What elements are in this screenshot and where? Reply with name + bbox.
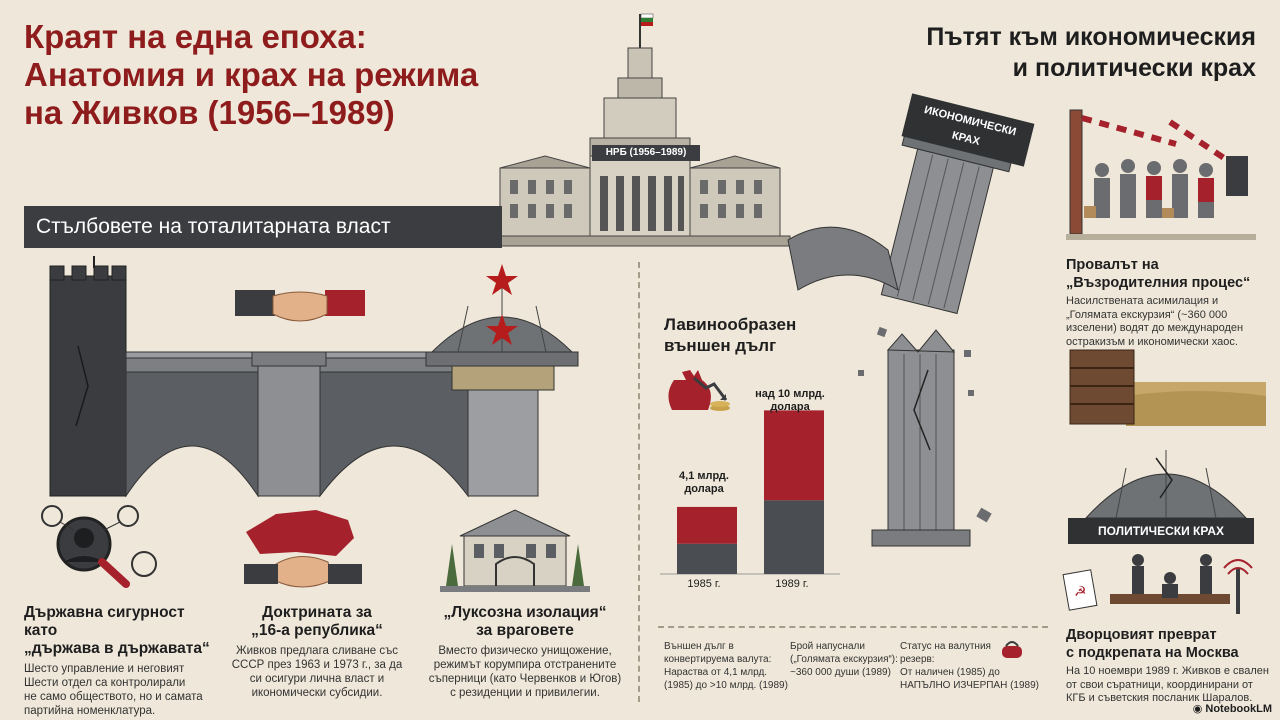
palace-coup-illustration: ☭: [1062, 554, 1253, 614]
broken-column-illustration: [787, 121, 1016, 547]
stat-emigrants-label: Брой напуснали: [790, 641, 865, 652]
brand-label: NotebookLM: [1205, 703, 1272, 715]
pillar-republic-heading2: „16-а република“: [251, 622, 383, 639]
pillar-luxury-isolation: „Луксозна изолация“ за враговете Вместо …: [420, 604, 630, 700]
debt-bar-chart: [660, 410, 840, 575]
surveillance-icon: [41, 505, 157, 588]
villa-icon: [440, 509, 590, 592]
party-house-illustration: [489, 13, 791, 247]
pillar-isolation-text: режимът корумпира отстранените: [433, 659, 617, 671]
debt-title-line1: Лавинообразен: [664, 315, 797, 334]
stat-debt-value: Нараства от 4,1 млрд.: [664, 667, 768, 678]
pillar-republic-text: СССР през 1963 и 1973 г., за да: [231, 659, 403, 671]
pillar-isolation-text: с резиденции и привилегии.: [450, 687, 600, 699]
stat-reserves-value: От наличен (1985) до: [900, 667, 1000, 678]
palace-coup-block: Дворцовият преврат с подкрепата на Москв…: [1066, 626, 1272, 706]
pillar-security-text: Шести отдел са контролирали: [24, 677, 186, 689]
bar1-year-label: 1985 г.: [687, 578, 721, 590]
brand-icon: ◉: [1192, 703, 1206, 715]
debt-title: Лавинообразен външен дълг: [664, 314, 824, 356]
bar1-top-label: 4,1 млрд. долара: [672, 470, 736, 496]
coup-heading1: Дворцовият преврат: [1066, 627, 1217, 643]
pillar-isolation-text: Вместо физическо унищожение,: [438, 645, 612, 657]
right-title-line1: Пътят към икономическия: [926, 23, 1256, 51]
pillar-republic-heading1: Доктрината за: [262, 604, 372, 621]
pillar-16th-republic: Доктрината за „16-а република“ Живков пр…: [222, 604, 412, 700]
pillar-isolation-heading2: за враговете: [476, 622, 574, 639]
pillars-bridge-illustration: [49, 256, 579, 498]
revival-text: остракизъм и икономически хаос.: [1066, 335, 1238, 348]
brand-watermark: ◉ NotebookLM: [1193, 702, 1272, 715]
stat-emigrants: Брой напуснали („Голямата екскурзия“): ~…: [790, 640, 900, 679]
stats-divider: [658, 626, 1048, 628]
stat-external-debt: Външен дълг в конвертируема валута: Нара…: [664, 640, 790, 692]
pillar-security-text: Шесто управление и неговият: [24, 663, 185, 675]
main-title-line3: на Живков (1956–1989): [24, 94, 395, 131]
bar2-year-label: 1989 г.: [775, 578, 809, 590]
debt-bar-lower: [764, 500, 824, 574]
stat-debt-label: Външен дълг в: [664, 641, 734, 652]
main-title-line1: Краят на една епоха:: [24, 18, 367, 55]
pillar-security-text: партийна номенклатура.: [24, 705, 156, 717]
main-title-line2: Анатомия и крах на режима: [24, 56, 479, 93]
coup-text: от свои съратници, координирани от: [1066, 678, 1253, 691]
debt-title-line2: външен дълг: [664, 336, 777, 355]
bar2-label-line1: над 10 млрд.: [755, 388, 825, 400]
stat-reserves: Статус на валутния резерв: От наличен (1…: [900, 640, 1040, 692]
empty-shelves-illustration: [1069, 349, 1266, 426]
pillar-security-text: не само обществото, но и самата: [24, 691, 203, 703]
stat-reserves-label: резерв:: [900, 654, 935, 665]
pillar-security-heading1: Държавна сигурност като: [24, 604, 185, 639]
money-bag-icon: [668, 370, 730, 411]
bar2-top-label: над 10 млрд. долара: [750, 388, 830, 414]
revival-heading1: Провалът на: [1066, 257, 1159, 273]
revival-heading2: „Възродителния процес“: [1066, 275, 1251, 291]
coup-text: На 10 ноември 1989 г. Живков е свален: [1066, 665, 1269, 677]
handshake-map-icon: [244, 510, 362, 588]
political-collapse-tag: ПОЛИТИЧЕСКИ КРАХ: [1068, 518, 1254, 544]
stat-emigrants-label: („Голямата екскурзия“):: [790, 654, 898, 665]
debt-bar-lower: [677, 543, 737, 574]
broken-dome-illustration: [1084, 450, 1248, 519]
bar1-label-line1: 4,1 млрд.: [679, 470, 729, 482]
right-title-line2: и политически крах: [1012, 54, 1256, 82]
coup-text: КГБ и съветския посланик Шаралов.: [1066, 692, 1253, 704]
handshake-icon: [235, 290, 365, 322]
empty-purse-icon: [1002, 641, 1022, 658]
main-title: Краят на една епоха: Анатомия и крах на …: [24, 18, 584, 132]
stat-debt-value: (1985) до >10 млрд. (1989): [664, 680, 788, 691]
revival-process-block: Провалът на „Възродителния процес“ Насил…: [1066, 256, 1266, 349]
stat-emigrants-value: ~360 000 души (1989): [790, 667, 891, 678]
pillar-security-heading2: „държава в държавата“: [24, 640, 210, 657]
pillar-republic-text: Живков предлага сливане със: [235, 645, 399, 657]
border-crossing-illustration: [1066, 109, 1256, 240]
section-divider: [638, 262, 640, 702]
debt-bar-upper: [764, 410, 824, 501]
revival-text: изселени) водят до международен: [1066, 322, 1244, 334]
pillar-isolation-text: съперници (като Червенков и Югов): [428, 673, 622, 685]
pillar-security: Държавна сигурност като „държава в държа…: [24, 604, 214, 718]
building-label: НРБ (1956–1989): [592, 145, 700, 161]
pillar-isolation-heading1: „Луксозна изолация“: [443, 604, 607, 621]
stat-reserves-value: НАПЪЛНО ИЗЧЕРПАН (1989): [900, 680, 1039, 691]
bar1-label-line2: долара: [684, 483, 724, 495]
revival-text: Насилствената асимилация и: [1066, 295, 1219, 307]
bar2-label-line2: долара: [770, 401, 810, 413]
coup-heading2: с подкрепата на Москва: [1066, 645, 1239, 661]
stat-reserves-label: Статус на валутния: [900, 641, 991, 652]
pillars-banner: Стълбовете на тоталитарната власт: [24, 206, 502, 248]
right-section-title: Пътят към икономическия и политически кр…: [856, 22, 1256, 84]
revival-text: „Голямата екскурзия“ (~360 000: [1066, 308, 1228, 321]
pillar-republic-text: си осигури лична власт и: [249, 673, 385, 685]
svg-text:☭: ☭: [1074, 584, 1087, 600]
debt-bar-upper: [677, 506, 737, 544]
pillar-republic-text: икономически субсидии.: [251, 687, 383, 699]
stat-debt-label: конвертируема валута:: [664, 654, 772, 665]
